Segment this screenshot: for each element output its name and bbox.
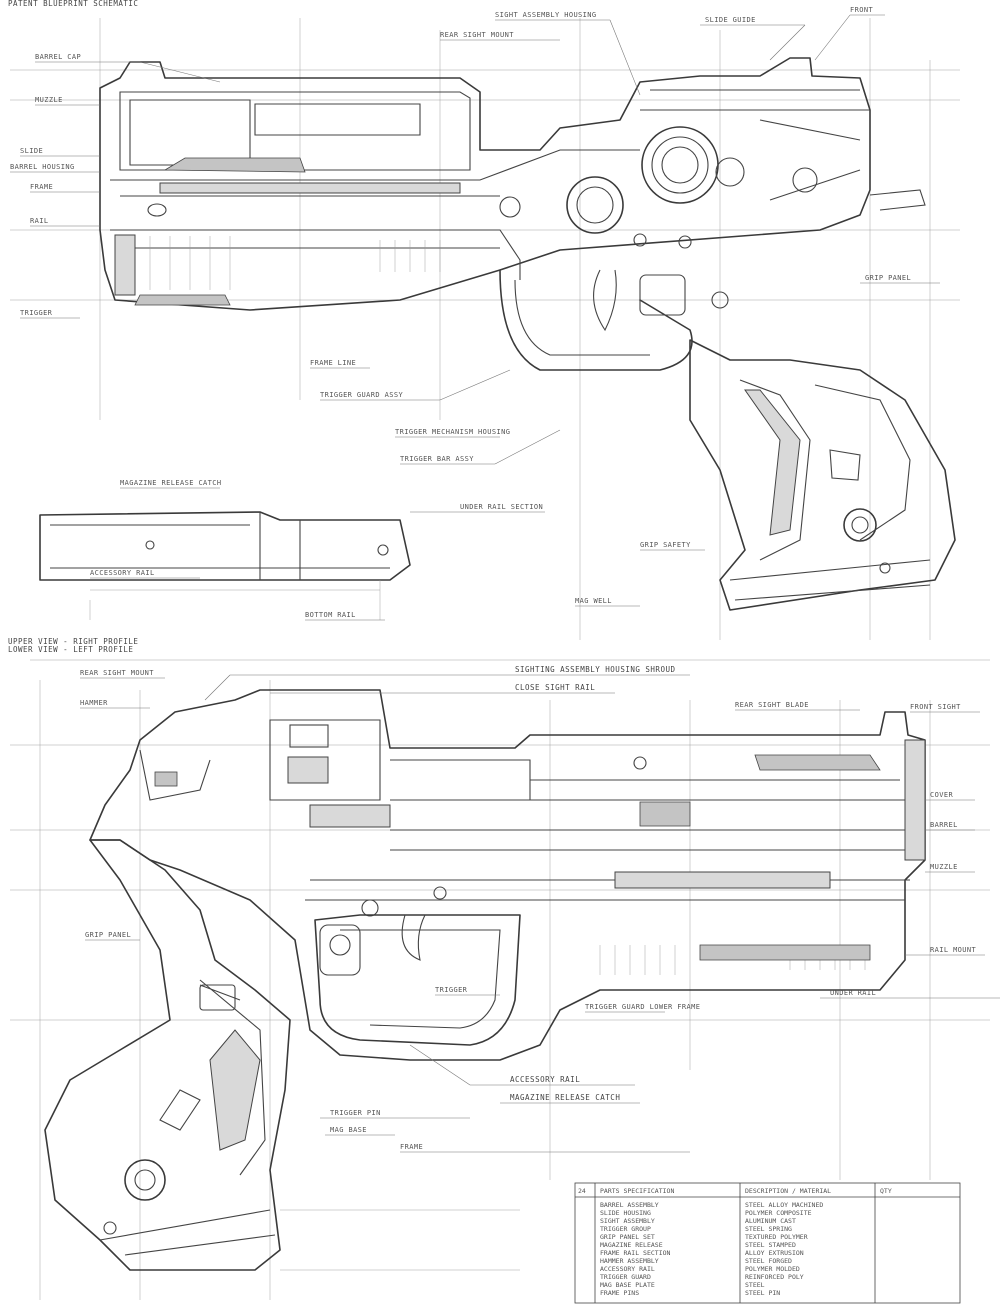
upper-pistol-drawing [99, 57, 956, 611]
table-cell-material: ALLOY EXTRUSION [745, 1249, 804, 1257]
lower-view-title: LOWER VIEW - LEFT PROFILE [8, 645, 133, 654]
upper-callout-center-1: TRIGGER GUARD ASSY [320, 391, 403, 399]
table-cell-part: ACCESSORY RAIL [600, 1265, 655, 1273]
table-cell-material: STEEL ALLOY MACHINED [745, 1201, 823, 1209]
lower-callout-top-2: REAR SIGHT BLADE [735, 701, 809, 709]
upper-callout-top-0: SIGHT ASSEMBLY HOUSING [495, 11, 597, 19]
lower-callout-left-2: GRIP PANEL [85, 931, 131, 939]
lower-callout-bottom-5: MAG BASE [330, 1126, 367, 1134]
table-cell-material: STEEL STAMPED [745, 1241, 796, 1249]
lower-callout-left-1: HAMMER [80, 699, 108, 707]
upper-callout-left-0: BARREL CAP [35, 53, 81, 61]
table-header-a: PARTS SPECIFICATION [600, 1187, 674, 1195]
lower-callout-left-0: REAR SIGHT MOUNT [80, 669, 154, 677]
upper-callout-left-6: TRIGGER [20, 309, 53, 317]
table-header-c: QTY [880, 1187, 892, 1195]
table-cell-material: TEXTURED POLYMER [745, 1233, 808, 1241]
lower-callout-right-4: UNDER RAIL [830, 989, 876, 997]
table-cell-material: ALUMINUM CAST [745, 1217, 796, 1225]
upper-callout-left-2: SLIDE [20, 147, 43, 155]
lower-callout-top-0: SIGHTING ASSEMBLY HOUSING SHROUD [515, 665, 676, 674]
table-cell-material: STEEL FORGED [745, 1257, 792, 1265]
table-cell-part: SIGHT ASSEMBLY [600, 1217, 655, 1225]
table-cell-material: REINFORCED POLY [745, 1273, 804, 1281]
table-cell-part: FRAME PINS [600, 1289, 639, 1297]
lower-callout-right-3: RAIL MOUNT [930, 946, 977, 954]
lower-callout-bottom-6: FRAME [400, 1143, 423, 1151]
sheet-header: PATENT BLUEPRINT SCHEMATIC [8, 0, 138, 8]
upper-callout-right-1: GRIP SAFETY [640, 541, 691, 549]
upper-view-title: UPPER VIEW - RIGHT PROFILE [8, 637, 138, 646]
upper-callout-bottom-3: MAG WELL [575, 597, 612, 605]
upper-callout-center-0: FRAME LINE [310, 359, 356, 367]
lower-callout-bottom-1: TRIGGER GUARD LOWER FRAME [585, 1003, 700, 1011]
lower-callout-right-2: MUZZLE [930, 863, 958, 871]
lower-callout-bottom-0: TRIGGER [435, 986, 468, 994]
table-cell-part: HAMMER ASSEMBLY [600, 1257, 659, 1265]
table-cell-part: SLIDE HOUSING [600, 1209, 651, 1217]
upper-rail-detail [39, 511, 411, 620]
lower-callouts: SIGHTING ASSEMBLY HOUSING SHROUD CLOSE S… [80, 665, 1000, 1271]
table-rows: BARREL ASSEMBLY STEEL ALLOY MACHINED SLIDE… [600, 1201, 823, 1297]
table-cell-material: STEEL SPRING [745, 1225, 792, 1233]
parts-table: 24 PARTS SPECIFICATION DESCRIPTION / MAT… [574, 1182, 961, 1304]
upper-callout-bottom-2: BOTTOM RAIL [305, 611, 356, 619]
upper-callout-center-2: TRIGGER MECHANISM HOUSING [395, 428, 510, 436]
table-cell-part: GRIP PANEL SET [600, 1233, 655, 1241]
upper-callout-left-3: BARREL HOUSING [10, 163, 75, 171]
lower-callout-top-3: FRONT SIGHT [910, 703, 961, 711]
upper-callout-top-2: SLIDE GUIDE [705, 16, 756, 24]
lower-callout-bottom-2: ACCESSORY RAIL [510, 1075, 580, 1084]
lower-callout-bottom-3: MAGAZINE RELEASE CATCH [510, 1093, 620, 1102]
upper-callout-right-0: GRIP PANEL [865, 274, 911, 282]
lower-callout-top-1: CLOSE SIGHT RAIL [515, 683, 595, 692]
upper-callout-center-4: MAGAZINE RELEASE CATCH [120, 479, 222, 487]
upper-callout-top-1: REAR SIGHT MOUNT [440, 31, 514, 39]
table-cell-part: BARREL ASSEMBLY [600, 1201, 659, 1209]
upper-callout-left-4: FRAME [30, 183, 53, 191]
table-cell-material: STEEL PIN [745, 1289, 780, 1297]
table-cell-part: TRIGGER GUARD [600, 1273, 651, 1281]
upper-callout-bottom-1: ACCESSORY RAIL [90, 569, 155, 577]
table-cell-material: POLYMER COMPOSITE [745, 1209, 812, 1217]
upper-callouts: SIGHT ASSEMBLY HOUSING REAR SIGHT MOUNT … [10, 6, 940, 621]
upper-callout-top-3: FRONT [850, 6, 873, 14]
table-cell-part: MAGAZINE RELEASE [600, 1241, 663, 1249]
lower-callout-right-0: COVER [930, 791, 953, 799]
upper-callout-bottom-0: UNDER RAIL SECTION [460, 503, 543, 511]
upper-callout-left-1: MUZZLE [35, 96, 63, 104]
upper-callout-left-5: RAIL [30, 217, 48, 225]
lower-callout-bottom-4: TRIGGER PIN [330, 1109, 381, 1117]
table-index: 24 [578, 1187, 586, 1195]
table-cell-part: MAG BASE PLATE [600, 1281, 655, 1289]
table-cell-material: POLYMER MOLDED [745, 1265, 800, 1273]
lower-pistol-drawing [44, 689, 926, 1271]
table-cell-part: TRIGGER GROUP [600, 1225, 651, 1233]
table-cell-part: FRAME RAIL SECTION [600, 1249, 671, 1257]
lower-callout-right-1: BARREL [930, 821, 958, 829]
table-header-b: DESCRIPTION / MATERIAL [745, 1187, 831, 1195]
table-cell-material: STEEL [745, 1281, 765, 1289]
upper-callout-center-3: TRIGGER BAR ASSY [400, 455, 474, 463]
